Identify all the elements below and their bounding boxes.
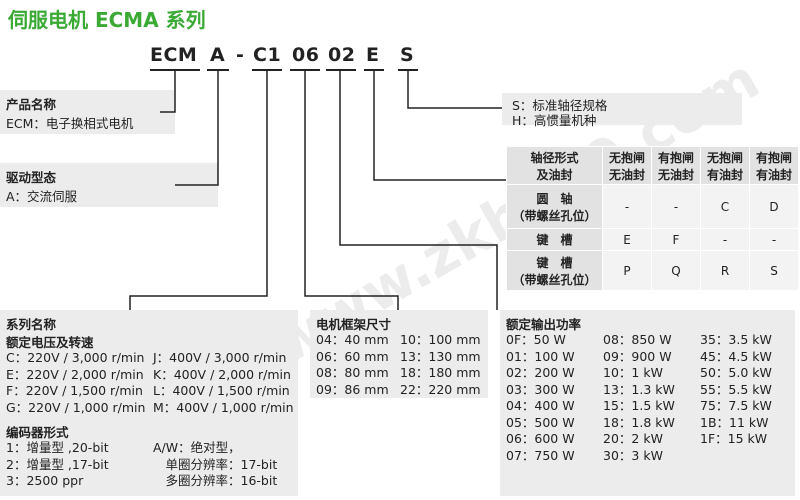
series-heading: 系列名称	[6, 317, 57, 332]
table-cell: P	[602, 250, 652, 291]
power-list-col1: 0F：50 W 01：100 W 02：200 W 03：300 W 04：40…	[506, 332, 575, 463]
connector-shaft-type	[407, 70, 502, 109]
col-header-1-line1: 无抱闸	[608, 150, 645, 165]
drive-type-text: A：交流伺服	[6, 189, 78, 204]
table-row: 键 槽 E F - -	[506, 228, 799, 251]
encoder-list-right: A/W：绝对型， 单圈分辨率：17-bit 多圈分辨率：16-bit	[153, 440, 278, 488]
product-name-text: ECM：电子换相式电机	[6, 116, 134, 131]
drive-type-heading: 驱动型态	[6, 170, 57, 185]
code-seg-c1: C1	[253, 44, 282, 66]
col-header-4-line2: 有油封	[755, 167, 792, 182]
corner-line1: 轴径形式	[530, 150, 579, 165]
code-seg-e: E	[366, 44, 380, 66]
col-header-3-line2: 有油封	[706, 167, 743, 182]
option-table: 轴径形式 及油封 无抱闸 无油封 有抱闸 无油封 无抱闸 有油封 有抱闸 有油封…	[506, 146, 799, 291]
row-label-line1: 圆 轴	[536, 191, 573, 206]
shaft-type-line1: S：标准轴径规格	[512, 98, 608, 113]
code-seg-ecm: ECM	[150, 44, 198, 66]
connector-frame	[304, 70, 399, 310]
row-label-line2: （带螺丝孔位）	[512, 272, 597, 287]
connector-drive-type	[175, 70, 219, 186]
product-name-box	[0, 90, 175, 134]
power-list-col3: 35：3.5 kW 45：4.5 kW 50：5.0 kW 55：5.5 kW …	[700, 332, 772, 446]
col-header-1: 无抱闸 无油封	[602, 146, 652, 185]
connector-options	[373, 70, 506, 181]
connector-product-name	[160, 70, 176, 113]
row-label: 圆 轴 （带螺丝孔位）	[506, 184, 603, 229]
encoder-list-left: 1：增量型 ,20-bit 2：增量型 ,17-bit 3：2500 ppr	[6, 440, 109, 488]
connector-power	[339, 70, 498, 310]
row-label-line1: 键 槽	[536, 233, 573, 247]
table-row: 键 槽 （带螺丝孔位） P Q R S	[506, 250, 799, 291]
series-box	[0, 310, 298, 496]
table-cell: -	[651, 184, 701, 229]
table-cell: D	[749, 184, 799, 229]
table-cell: E	[602, 228, 652, 251]
table-cell: S	[749, 250, 799, 291]
table-row: 圆 轴 （带螺丝孔位） - - C D	[506, 184, 799, 229]
code-seg-02: 02	[328, 44, 356, 66]
row-label: 键 槽 （带螺丝孔位）	[506, 250, 603, 291]
col-header-3-line1: 无抱闸	[706, 150, 743, 165]
col-header-2-line2: 无油封	[657, 167, 694, 182]
code-dash: -	[236, 44, 245, 66]
product-name-heading: 产品名称	[6, 97, 57, 112]
frame-box	[310, 310, 488, 398]
code-seg-06: 06	[292, 44, 320, 66]
shaft-type-line2: H：高惯量机种	[512, 113, 597, 128]
encoder-heading: 编码器形式	[6, 425, 69, 440]
row-label: 键 槽	[506, 228, 603, 251]
power-box	[500, 310, 795, 496]
col-header-2-line1: 有抱闸	[657, 150, 694, 165]
frame-list-right: 10：100 mm 13：130 mm 18：180 mm 22：220 mm	[400, 332, 481, 397]
series-list-right: J：400V / 3,000 r/min K：400V / 2,000 r/mi…	[153, 350, 294, 415]
table-cell: C	[700, 184, 750, 229]
table-cell: -	[602, 184, 652, 229]
row-label-line2: （带螺丝孔位）	[512, 208, 597, 223]
table-cell: -	[749, 228, 799, 251]
frame-heading: 电机框架尺寸	[316, 317, 392, 332]
row-label-line1: 键 槽	[536, 255, 573, 270]
connector-series	[129, 70, 268, 310]
code-seg-a: A	[210, 44, 226, 66]
col-header-2: 有抱闸 无油封	[651, 146, 701, 185]
col-header-1-line2: 无油封	[608, 167, 645, 182]
col-header-3: 无抱闸 有油封	[700, 146, 750, 185]
table-cell: -	[700, 228, 750, 251]
table-cell: F	[651, 228, 701, 251]
shaft-type-box	[502, 93, 742, 125]
page-title: 伺服电机 ECMA 系列	[8, 8, 206, 32]
power-list-col2: 08：850 W 09：900 W 10：1 kW 13：1.3 kW 15：1…	[603, 332, 675, 463]
col-header-4: 有抱闸 有油封	[749, 146, 799, 185]
series-list-left: C：220V / 3,000 r/min E：220V / 2,000 r/mi…	[6, 350, 146, 415]
code-seg-s: S	[400, 44, 415, 66]
power-heading: 额定输出功率	[506, 317, 582, 332]
series-voltage-heading: 额定电压及转速	[6, 335, 94, 350]
col-header-4-line1: 有抱闸	[755, 150, 792, 165]
table-cell: Q	[651, 250, 701, 291]
option-table-corner: 轴径形式 及油封	[506, 146, 603, 185]
code-underline-02	[326, 69, 356, 71]
corner-line2: 及油封	[536, 167, 573, 182]
table-cell: R	[700, 250, 750, 291]
frame-list-left: 04：40 mm 06：60 mm 08：80 mm 09：86 mm	[316, 332, 389, 397]
